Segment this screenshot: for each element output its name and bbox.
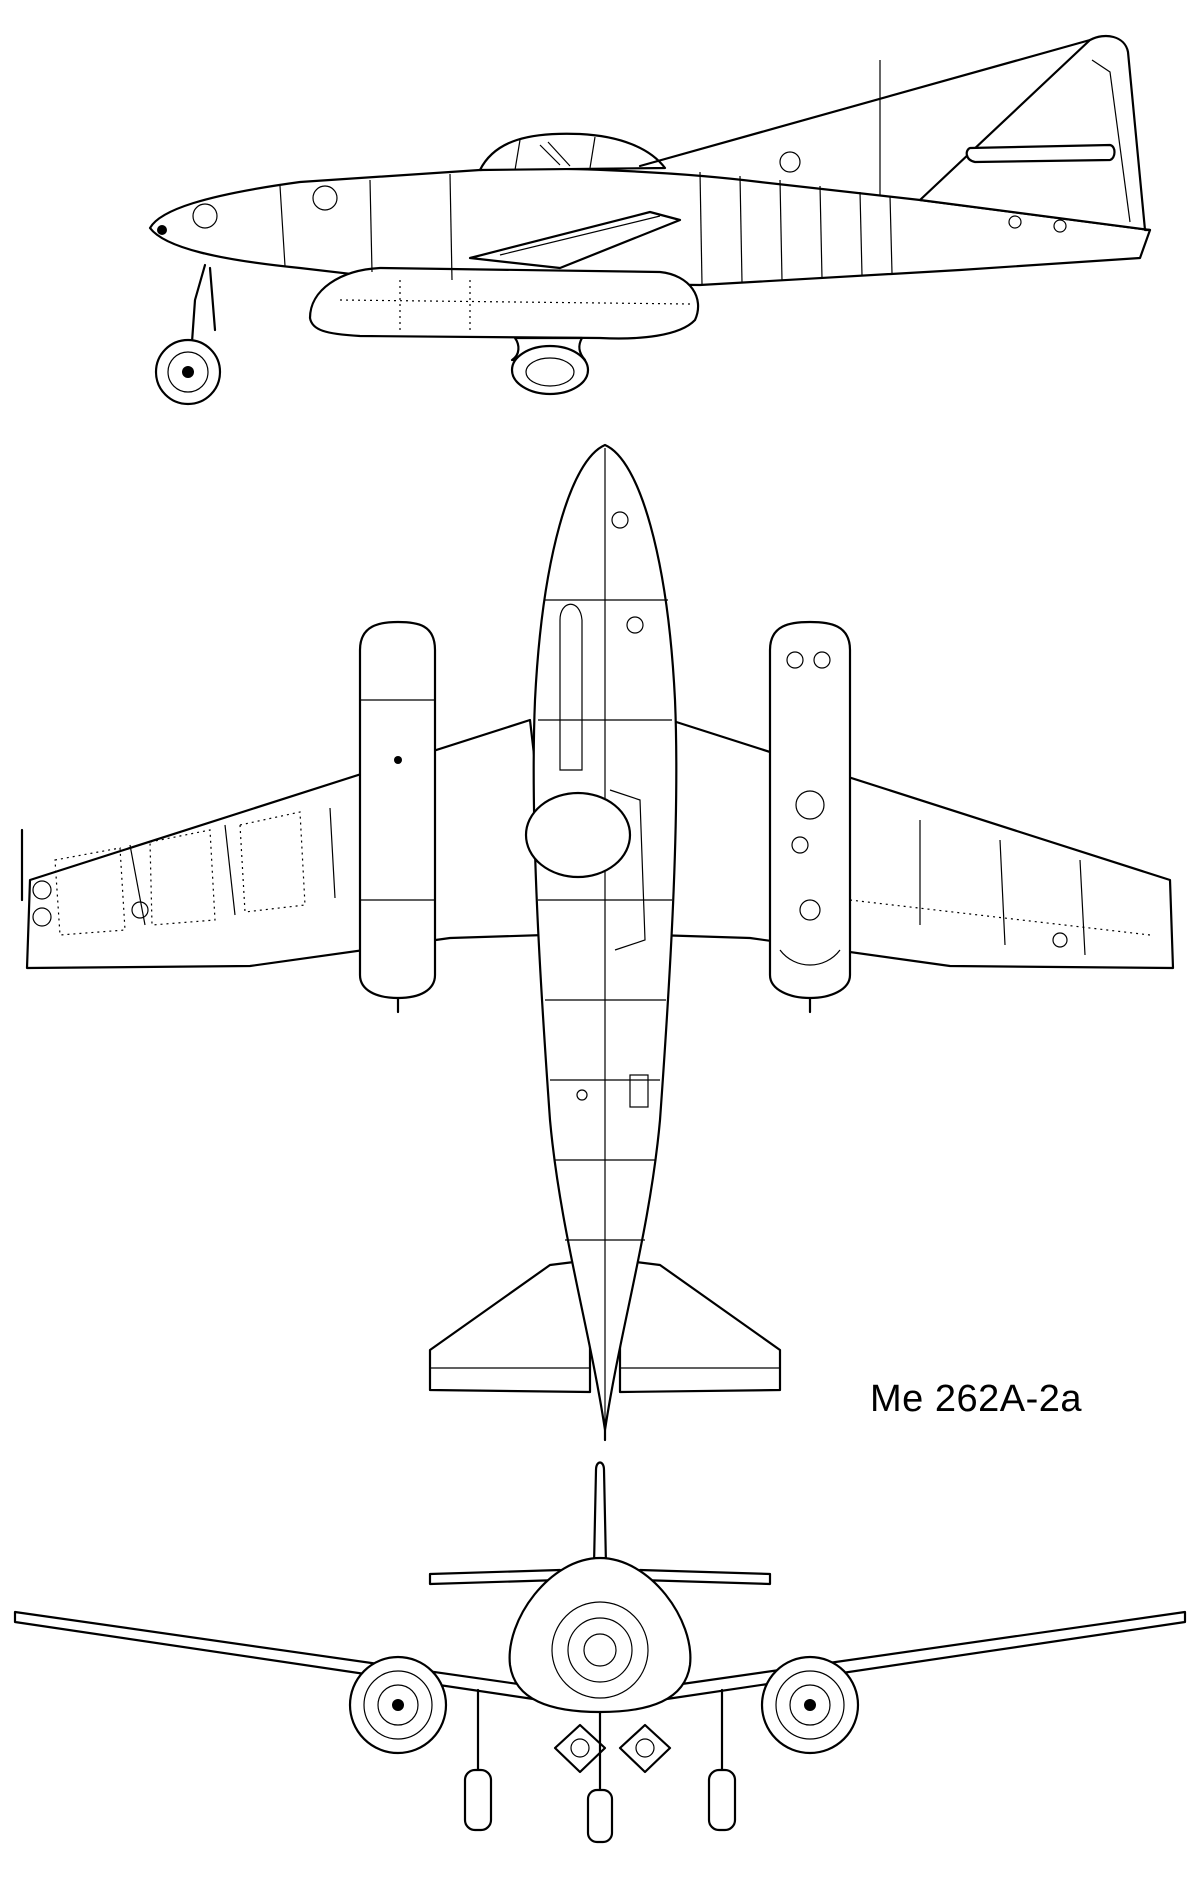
side-view (148, 34, 1152, 406)
front-view (13, 1461, 1187, 1844)
aircraft-designation: Me 262A-2a (870, 1378, 1083, 1420)
top-view (20, 443, 1175, 1442)
